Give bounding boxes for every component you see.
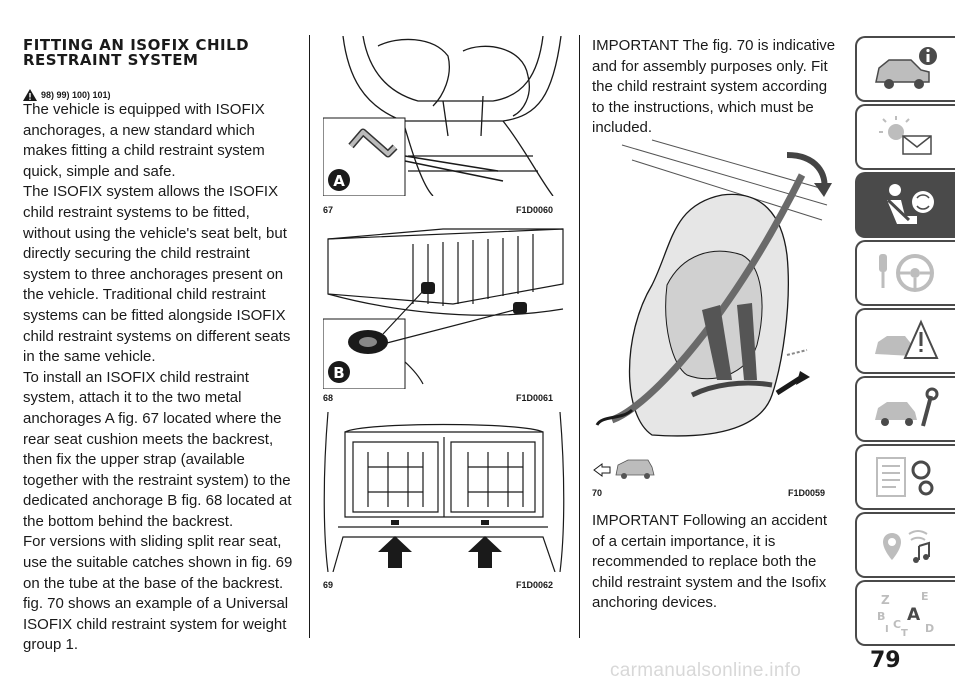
warning-references: 98) 99) 100) 101) (23, 89, 111, 101)
tab-key-steering[interactable] (855, 240, 955, 306)
important-note-top: IMPORTANT The fig. 70 is indicative and … (592, 37, 836, 137)
tab-seat-airbag[interactable] (855, 172, 955, 238)
arrow-left-icon (593, 463, 611, 477)
data-gears-icon (876, 457, 934, 497)
figure-68-image: B (323, 224, 565, 389)
fig-68-number: 68 (323, 393, 334, 403)
car-info-icon (875, 47, 937, 89)
index-letter: C (893, 618, 901, 631)
index-letter: Z (881, 593, 890, 607)
car-silhouette-icon (615, 459, 655, 479)
index-letter: B (877, 610, 885, 623)
section-heading: FITTING AN ISOFIX CHILD RESTRAINT SYSTEM (23, 36, 250, 69)
index-letter: I (885, 624, 889, 635)
tab-data-gears[interactable] (855, 444, 955, 510)
column-divider-right (579, 35, 580, 638)
fig-69-code: F1D0062 (516, 580, 554, 590)
paragraph: fig. 70 shows an example of a Universal … (23, 595, 289, 654)
paragraph: The vehicle is equipped with ISOFIX anch… (23, 101, 265, 180)
fig-67-number: 67 (323, 205, 334, 215)
car-wrench-icon (875, 387, 939, 427)
warning-triangle-icon (23, 89, 37, 101)
paragraph: The ISOFIX system allows the ISOFIX chil… (23, 183, 291, 366)
warning-refs-text: 98) 99) 100) 101) (41, 90, 111, 100)
tab-car-wrench[interactable] (855, 376, 955, 442)
tab-index[interactable]: Z E B A I C T D (855, 580, 955, 646)
paragraph: For versions with sliding split rear sea… (23, 533, 293, 592)
index-letter: T (901, 628, 908, 638)
fig-67-code: F1D0060 (516, 205, 554, 215)
figure-70-image (592, 135, 834, 480)
figure-67-image: A (323, 36, 565, 196)
index-letters-icon: Z E B A I C T D (877, 590, 934, 638)
paragraph: To install an ISOFIX child restraint sys… (23, 368, 292, 530)
multimedia-icon (883, 530, 930, 563)
column-divider-left (309, 35, 310, 638)
anchorage-b-label: B (333, 364, 344, 382)
fig-70-code: F1D0059 (788, 488, 826, 498)
index-letter: E (921, 590, 929, 603)
fig-69-number: 69 (323, 580, 334, 590)
index-letter: D (925, 622, 934, 635)
warning-triangle-icon (875, 319, 939, 359)
anchorage-a-label: A (333, 172, 345, 190)
fig-68-code: F1D0061 (516, 393, 554, 403)
page-number: 79 (870, 648, 901, 673)
tab-car-info[interactable] (855, 36, 955, 102)
fig-70-number: 70 (592, 488, 603, 498)
dashboard-lights-icon (879, 116, 932, 155)
tab-warning[interactable] (855, 308, 955, 374)
index-letter: A (907, 605, 921, 625)
tab-dashboard-lights[interactable] (855, 104, 955, 170)
figure-69-image (323, 412, 565, 572)
key-steering-icon (879, 254, 934, 292)
seat-airbag-icon (886, 184, 934, 224)
important-note-bottom: IMPORTANT Following an accident of a cer… (592, 512, 828, 612)
tab-multimedia[interactable] (855, 512, 955, 578)
left-body-text: The vehicle is equipped with ISOFIX anch… (23, 100, 298, 656)
watermark: carmanualsonline.info (610, 660, 802, 681)
